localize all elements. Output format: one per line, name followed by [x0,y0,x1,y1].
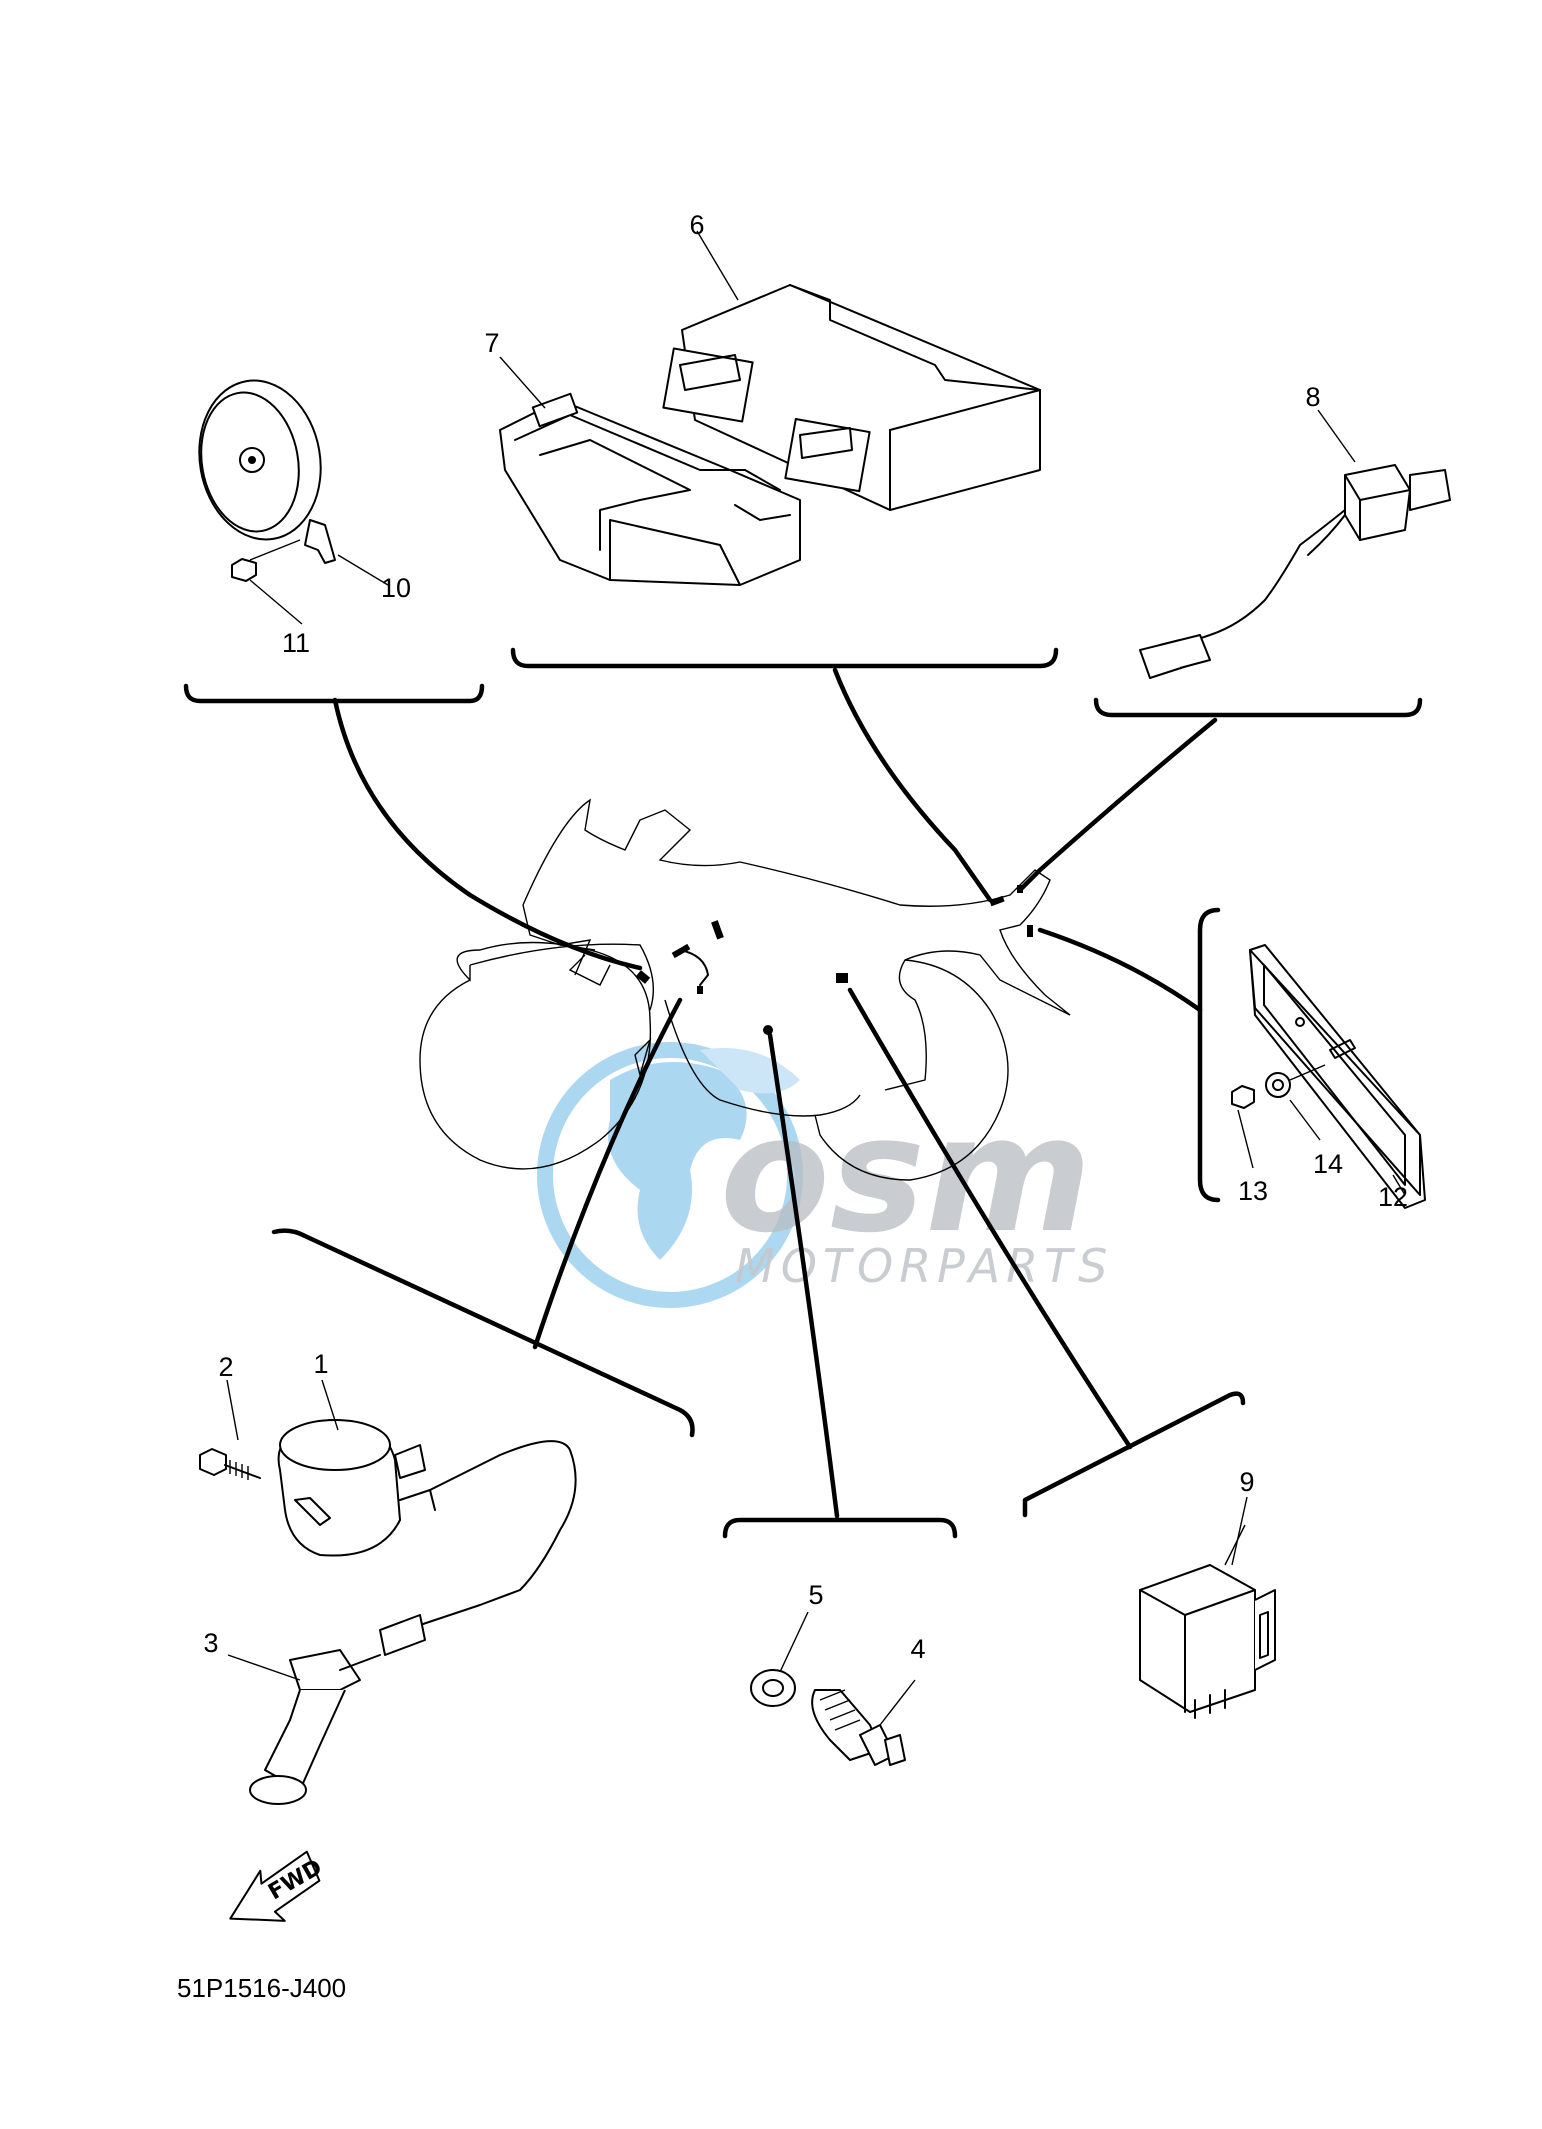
group-brackets [183,647,1423,1539]
relay-unit [1139,1524,1276,1719]
callout-9: 9 [1239,1467,1254,1497]
callout-numbers: 1 2 3 4 5 6 7 8 9 10 11 12 13 14 [203,210,1408,1664]
callout-2: 2 [218,1352,233,1382]
callout-11: 11 [282,628,310,658]
watermark: osm MOTORPARTS [537,1042,1113,1308]
ignition-coil-assembly [199,1419,577,1805]
callout-leaders [226,230,1406,1681]
callout-8: 8 [1305,382,1320,412]
sensor-assembly [1139,464,1451,679]
callout-4: 4 [910,1634,925,1664]
callout-14: 14 [1313,1149,1343,1179]
regulator-assembly [1231,944,1426,1209]
callout-5: 5 [808,1580,823,1610]
callout-1: 1 [313,1349,328,1379]
motorcycle-outline [419,798,1071,1181]
bike-connector-markers [635,885,1033,1035]
callout-3: 3 [203,1628,218,1658]
cdi-unit [499,392,801,586]
callout-13: 13 [1238,1176,1268,1206]
switch-assembly [750,1669,916,1766]
ecu-unit [662,284,1041,511]
fwd-arrow-icon: FWD [229,1850,327,1922]
drawing-code: 51P1516-J400 [177,1973,346,2003]
leader-lines [332,667,1218,1519]
callout-6: 6 [689,210,704,240]
globe-icon [537,1042,803,1308]
horn-assembly [198,379,336,582]
callout-10: 10 [381,573,411,603]
callout-12: 12 [1378,1182,1408,1212]
callout-7: 7 [484,328,499,358]
watermark-sub: MOTORPARTS [735,1239,1113,1293]
